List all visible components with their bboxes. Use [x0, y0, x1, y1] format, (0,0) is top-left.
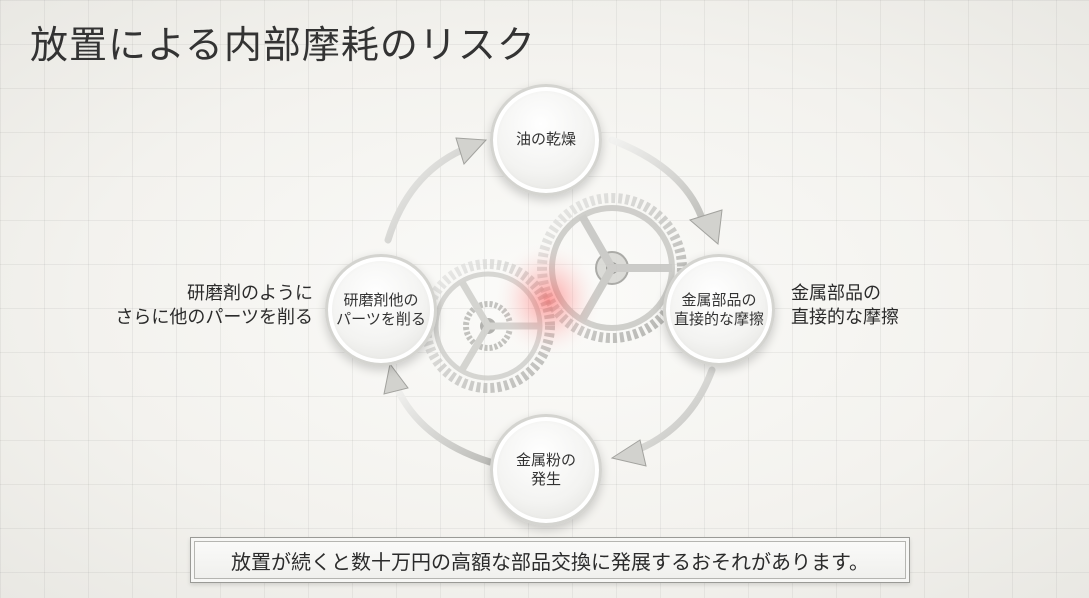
arrow-bottom-to-left	[383, 362, 494, 466]
node-metal-friction: 金属部品の 直接的な摩擦	[663, 254, 775, 366]
friction-glow	[493, 240, 603, 360]
node-oil-drying: 油の乾燥	[490, 84, 602, 196]
page-title: 放置による内部摩耗のリスク	[30, 23, 536, 67]
side-label-left: 研磨剤のように さらに他のパーツを削る	[115, 283, 313, 329]
arrow-top-to-right	[608, 136, 723, 245]
node-metal-powder: 金属粉の 発生	[490, 414, 602, 526]
footer-warning: 放置が続くと数十万円の高額な部品交換に発展するおそれがあります。	[190, 537, 910, 583]
arrow-right-to-bottom	[610, 366, 716, 467]
arrow-left-to-top	[384, 137, 488, 244]
node-abrasion: 研磨剤他の パーツを削る	[325, 254, 437, 366]
side-label-right: 金属部品の 直接的な摩擦	[791, 283, 899, 329]
footer-warning-text: 放置が続くと数十万円の高額な部品交換に発展するおそれがあります。	[231, 549, 869, 574]
